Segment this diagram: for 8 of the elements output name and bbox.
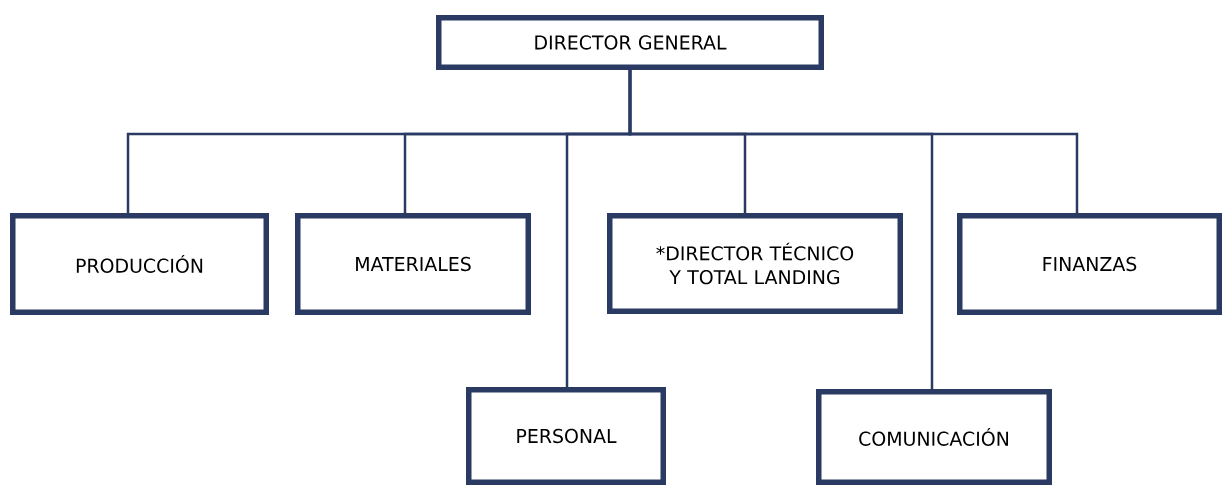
department-box: PRODUCCIÓN bbox=[10, 213, 269, 315]
department-box: COMUNICACIÓN bbox=[816, 389, 1052, 485]
department-box: MATERIALES bbox=[295, 213, 531, 315]
department-box: PERSONAL bbox=[466, 387, 666, 485]
department-box: FINANZAS bbox=[957, 213, 1222, 315]
connector-line bbox=[628, 70, 1079, 213]
title-box: DIRECTOR GENERAL bbox=[436, 15, 824, 70]
department-box: *DIRECTOR TÉCNICO Y TOTAL LANDING bbox=[607, 213, 903, 314]
